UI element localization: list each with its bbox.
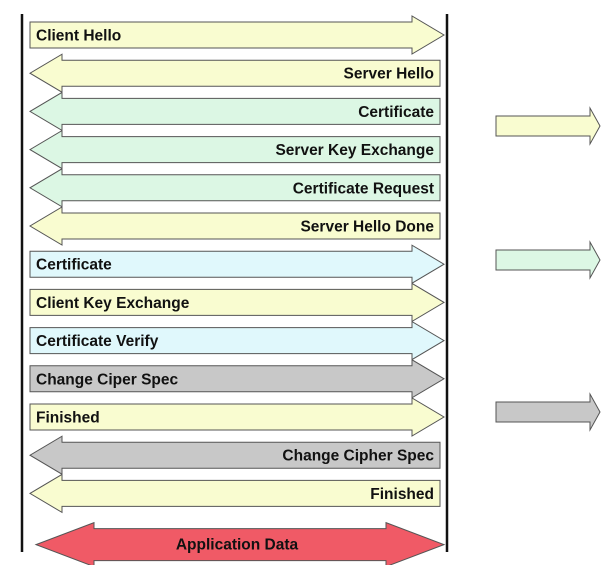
message-arrow-certificate-request: Certificate Request — [29, 167, 441, 208]
message-label: Certificate — [358, 104, 434, 121]
message-arrow-server-hello-done: Server Hello Done — [29, 206, 441, 246]
message-label: Certificate — [36, 257, 112, 274]
message-arrow-finished: Finished — [29, 473, 441, 514]
legend-arrow-gray — [495, 392, 601, 432]
message-arrow-server-hello: Server Hello — [29, 53, 441, 94]
message-arrow-client-key-exchange: Client Key Exchange — [29, 282, 445, 323]
message-arrow-certificate: Certificate — [29, 244, 445, 285]
message-label: Certificate Verify — [36, 333, 159, 350]
message-label: Server Key Exchange — [275, 142, 434, 159]
message-label: Change Cipher Spec — [282, 448, 434, 465]
message-arrow-client-hello: Client Hello — [29, 15, 445, 55]
message-arrow-change-cipher-spec: Change Cipher Spec — [29, 435, 441, 476]
message-label: Finished — [36, 410, 100, 427]
message-label: Server Hello — [344, 66, 434, 83]
message-arrow-certificate: Certificate — [29, 91, 441, 132]
message-arrow-change-ciper-spec: Change Ciper Spec — [29, 358, 445, 399]
legend-arrow-green — [495, 240, 601, 280]
message-arrow-finished: Finished — [29, 397, 445, 437]
legend-arrow-yellow — [495, 106, 601, 146]
message-label: Server Hello Done — [300, 219, 434, 236]
message-label: Change Ciper Spec — [36, 371, 178, 388]
message-label: Certificate Request — [293, 180, 434, 197]
message-arrow-certificate-verify: Certificate Verify — [29, 320, 445, 361]
message-arrow-server-key-exchange: Server Key Exchange — [29, 129, 441, 170]
message-label: Client Hello — [36, 28, 121, 45]
message-label: Finished — [370, 486, 434, 503]
message-label: Client Key Exchange — [36, 295, 190, 312]
message-arrow-application-data: Application Data — [34, 521, 446, 565]
message-label: Application Data — [176, 537, 299, 554]
